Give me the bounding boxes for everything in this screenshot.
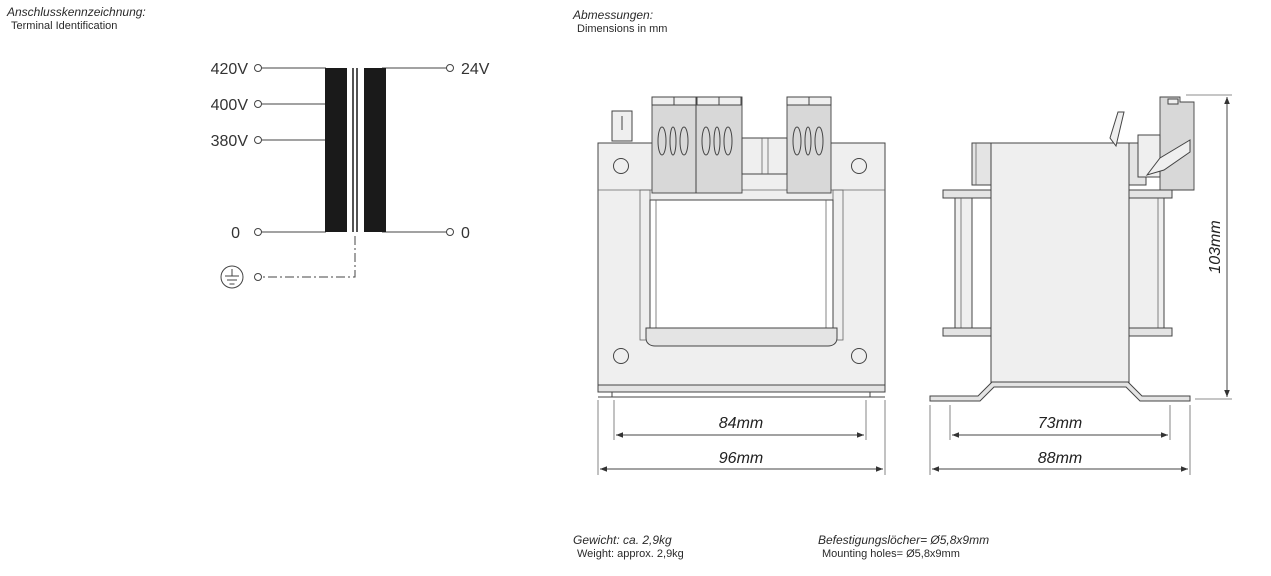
terminal-circle (254, 100, 262, 108)
dim-label-side-outer: 88mm (1038, 450, 1082, 467)
dimensions-heading-de: Abmessungen: (573, 8, 654, 22)
weight-note: Gewicht: ca. 2,9kg Weight: approx. 2,9kg (573, 533, 684, 561)
front-base-plate (597, 384, 886, 393)
terminal-heading-de: Anschlusskennzeichnung: (7, 5, 146, 19)
transformer-schematic: 420V 400V 380V 0 24V 0 (211, 61, 490, 289)
tap-label-420v: 420V (211, 61, 249, 78)
dim-label-height: 103mm (1207, 220, 1224, 273)
terminal-circle (254, 273, 262, 281)
mounting-holes-note: Befestigungslöcher= Ø5,8x9mm Mounting ho… (818, 533, 989, 561)
weight-label-en: Weight: approx. 2,9kg (577, 548, 684, 560)
tap-label-primary-0: 0 (231, 225, 240, 242)
terminal-circle (446, 64, 454, 72)
dimensions-heading: Abmessungen: Dimensions in mm (573, 8, 667, 36)
front-view-drawing: 84mm 96mm (597, 96, 886, 475)
secondary-winding (364, 68, 386, 232)
terminal-circle (254, 228, 262, 236)
mounting-hole (613, 348, 629, 364)
side-terminal-block (1109, 96, 1195, 191)
side-mounting-foot (929, 381, 1191, 402)
mounting-holes-label-de: Befestigungslöcher= Ø5,8x9mm (818, 533, 990, 547)
terminal-heading-en: Terminal Identification (11, 20, 118, 32)
dimensions-heading-en: Dimensions in mm (577, 23, 668, 35)
protective-earth-icon (220, 265, 244, 289)
bobbin-window (649, 199, 834, 329)
tap-label-380v: 380V (211, 133, 249, 150)
mounting-hole (851, 158, 867, 174)
side-view-drawing: 73mm 88mm 103mm (929, 94, 1232, 475)
weight-label-de: Gewicht: ca. 2,9kg (573, 533, 672, 547)
terminal-circle (446, 228, 454, 236)
terminal-circle (254, 136, 262, 144)
mounting-hole (613, 158, 629, 174)
terminal-block (611, 96, 832, 194)
dim-label-front-outer: 96mm (719, 450, 763, 467)
dim-label-side-inner: 73mm (1038, 415, 1082, 432)
dim-label-front-inner: 84mm (719, 415, 763, 432)
side-core-body (990, 142, 1130, 386)
mounting-hole (851, 348, 867, 364)
tap-label-24v: 24V (461, 61, 490, 78)
terminal-identification-heading: Anschlusskennzeichnung: Terminal Identif… (7, 5, 146, 33)
terminal-circle (254, 64, 262, 72)
tap-label-secondary-0: 0 (461, 225, 470, 242)
earth-connection-line (262, 236, 356, 278)
mounting-holes-label-en: Mounting holes= Ø5,8x9mm (822, 548, 960, 560)
primary-winding (325, 68, 347, 232)
tap-label-400v: 400V (211, 97, 249, 114)
